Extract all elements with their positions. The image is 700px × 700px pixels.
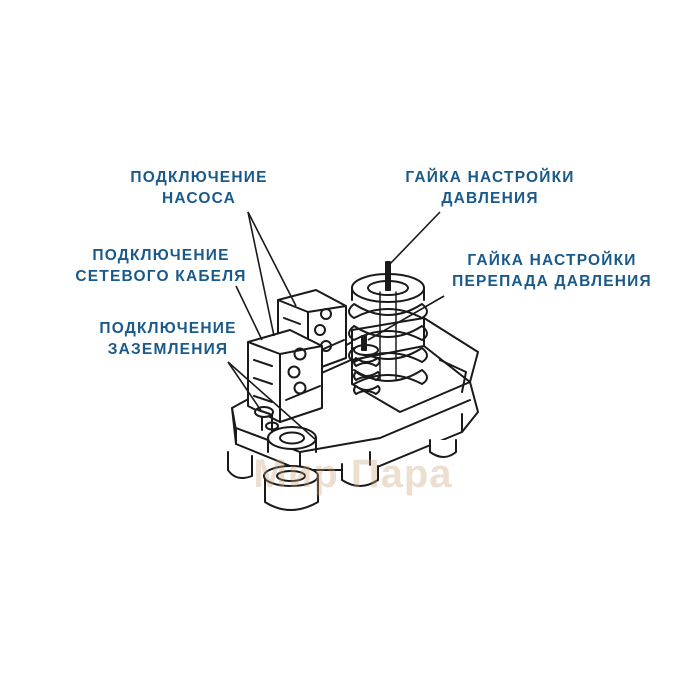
label-cable-line2: СЕТЕВОГО КАБЕЛЯ xyxy=(75,268,247,285)
label-pump-line2: НАСОСА xyxy=(161,190,237,207)
label-pressure-nut-line1: ГАЙКА НАСТРОЙКИ xyxy=(405,169,575,186)
leader-pump-a xyxy=(247,211,297,307)
label-pump-connection: ПОДКЛЮЧЕНИЕ НАСОСА xyxy=(108,167,290,209)
leader-pump-b xyxy=(247,211,275,337)
terminal-block-cable xyxy=(247,329,323,433)
leader-differential-nut xyxy=(367,295,445,341)
label-ground-line1: ПОДКЛЮЧЕНИЕ xyxy=(99,320,237,337)
mounting-feet xyxy=(227,439,457,511)
watermark-logo: Мир Пара xyxy=(253,452,453,496)
label-cable-line1: ПОДКЛЮЧЕНИЕ xyxy=(92,247,230,264)
leader-ground-b xyxy=(227,361,317,441)
leader-cable xyxy=(235,285,263,341)
leader-lines xyxy=(227,211,445,441)
label-ground-connection: ПОДКЛЮЧЕНИЕ ЗАЗЕМЛЕНИЯ xyxy=(78,318,258,360)
leader-ground-a xyxy=(227,361,263,413)
label-ground-line2: ЗАЗЕМЛЕНИЯ xyxy=(107,341,229,358)
large-spring xyxy=(348,261,428,385)
leader-pressure-nut xyxy=(387,211,441,267)
small-spring xyxy=(353,335,381,395)
label-differential-nut: ГАЙКА НАСТРОЙКИ ПЕРЕПАДА ДАВЛЕНИЯ xyxy=(436,250,668,292)
label-differential-nut-line1: ГАЙКА НАСТРОЙКИ xyxy=(467,252,637,269)
label-differential-nut-line2: ПЕРЕПАДА ДАВЛЕНИЯ xyxy=(452,273,652,290)
label-pump-line1: ПОДКЛЮЧЕНИЕ xyxy=(130,169,268,186)
label-cable-connection: ПОДКЛЮЧЕНИЕ СЕТЕВОГО КАБЕЛЯ xyxy=(58,245,264,287)
label-pressure-nut-line2: ДАВЛЕНИЯ xyxy=(441,190,539,207)
base-boss xyxy=(267,426,317,453)
label-pressure-nut: ГАЙКА НАСТРОЙКИ ДАВЛЕНИЯ xyxy=(385,167,595,209)
